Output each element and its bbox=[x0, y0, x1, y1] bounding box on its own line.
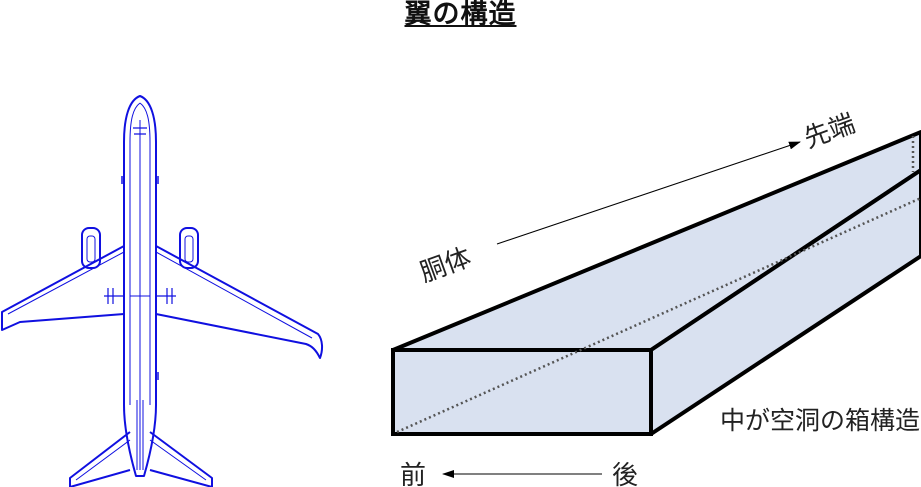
left-engine bbox=[81, 227, 101, 269]
wing-box-diagram bbox=[391, 130, 921, 436]
airplane-top-view-icon bbox=[1, 95, 324, 487]
left-wing-outline bbox=[1, 245, 125, 331]
right-engine bbox=[179, 227, 199, 269]
left-stabilizer bbox=[69, 431, 131, 487]
box-front-face bbox=[391, 348, 653, 436]
front-label: 前 bbox=[400, 461, 426, 487]
hollow-box-label: 中が空洞の箱構造 bbox=[720, 406, 920, 435]
hidden-diagonal-edge bbox=[396, 196, 921, 434]
tip-label: 先端 bbox=[800, 109, 859, 155]
right-stabilizer bbox=[149, 431, 213, 487]
right-wing-outline bbox=[155, 245, 324, 359]
fuselage-label: 胴体 bbox=[416, 243, 475, 289]
rear-label: 後 bbox=[612, 461, 638, 487]
fuselage-outline bbox=[123, 95, 157, 477]
span-arrow bbox=[496, 141, 801, 245]
diagram-title: 翼の構造 bbox=[404, 0, 517, 30]
